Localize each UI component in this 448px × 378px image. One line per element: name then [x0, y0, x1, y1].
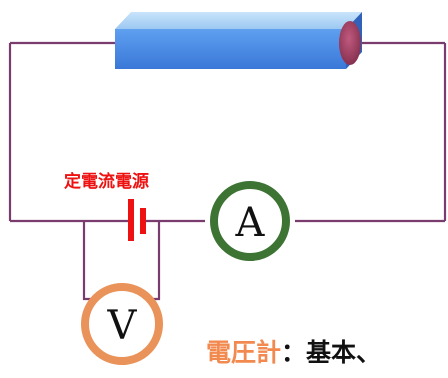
battery-plate-long [128, 199, 134, 241]
circuit-wires [8, 41, 447, 301]
ammeter-symbol: A [235, 200, 266, 246]
voltmeter-ring [81, 283, 163, 365]
sample-bar-top [115, 12, 362, 29]
voltmeter-note: 電圧計：基本、 [206, 338, 381, 367]
battery-plate-short [140, 208, 146, 234]
battery-icon [128, 199, 146, 241]
source-label: 定電流電源 [64, 171, 149, 192]
voltmeter-lead-right [152, 221, 161, 301]
voltmeter-note-term: 電圧計 [206, 338, 281, 367]
ammeter-ring [210, 181, 290, 261]
sample-bar-end-cap [339, 21, 361, 65]
sample-bar-front [115, 29, 346, 69]
ammeter: A [210, 181, 290, 261]
voltmeter: V [81, 283, 163, 365]
voltmeter-lead-left [82, 221, 92, 301]
voltmeter-symbol: V [107, 303, 138, 349]
voltmeter-note-rest: ：基本、 [281, 338, 381, 367]
sample-bar [115, 12, 362, 69]
